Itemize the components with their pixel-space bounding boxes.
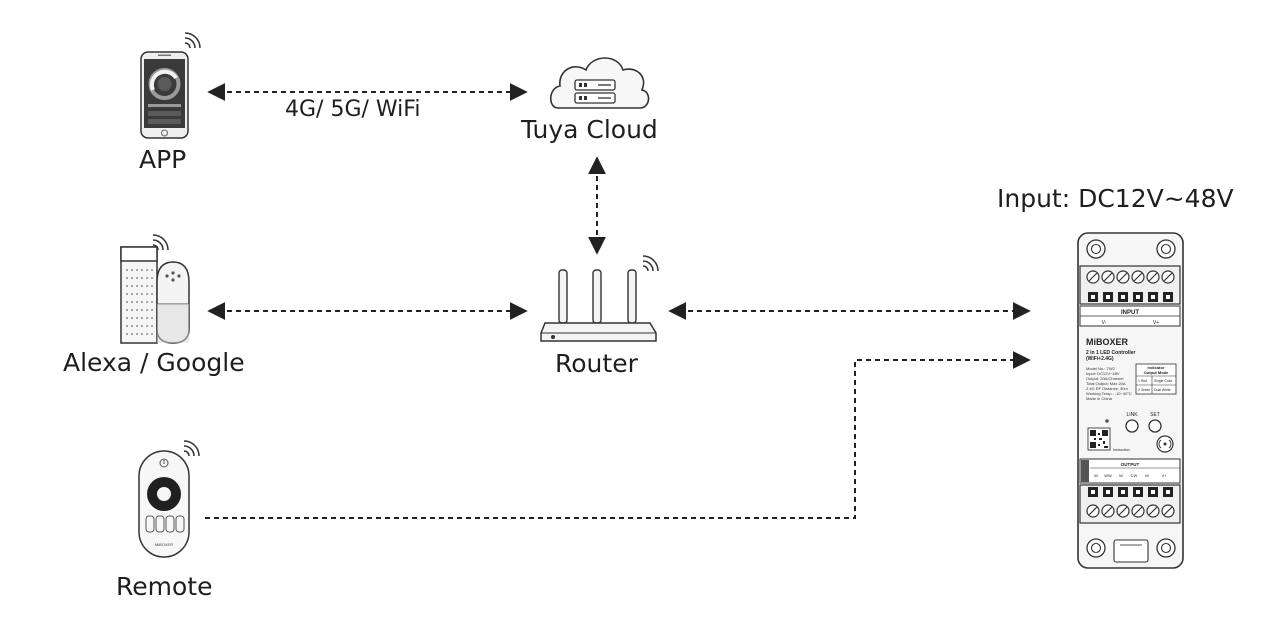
output-terminal: W	[1119, 473, 1123, 478]
router-signal-icon	[642, 255, 659, 272]
led-controller: INPUT V- V+ MiBOXER 2 in 1 LED Controlle…	[1077, 232, 1184, 569]
link-button[interactable]	[1125, 419, 1139, 433]
input-terminal-vplus: V+	[1153, 320, 1159, 326]
router-label: Router	[555, 349, 638, 378]
status-led	[1105, 419, 1109, 423]
spec-line: Output: 20A/Channel	[1086, 376, 1123, 381]
indicator-light: 1 Red	[1138, 379, 1147, 383]
phone-signal-icon	[184, 32, 201, 49]
router-icon	[540, 269, 657, 342]
remote-controller-link	[205, 351, 1031, 519]
input-terminal-vminus: V-	[1102, 320, 1107, 326]
indicator-subtitle: Output Mode	[1144, 370, 1169, 375]
output-header: OUTPUT	[1121, 462, 1140, 467]
output-terminal: W	[1145, 473, 1149, 478]
spec-line: Input: DC12V~48V	[1086, 371, 1120, 376]
spec-line: Working Temp.: -10~40°C	[1086, 391, 1132, 396]
input-terminal-block	[1079, 265, 1181, 305]
qr-code-icon	[1087, 427, 1111, 451]
indicator-title: Indicator	[1148, 365, 1165, 370]
output-label-panel: OUTPUT W WW W CW W V+	[1079, 458, 1181, 484]
connectors	[205, 83, 1031, 519]
spec-line: 2.4G RF Distance: 30m	[1086, 386, 1128, 391]
assistant-label: Alexa / Google	[63, 348, 245, 377]
input-header: INPUT	[1121, 310, 1139, 316]
remote-label: Remote	[116, 572, 213, 601]
controller-brand: MiBOXER	[1086, 337, 1129, 347]
spec-line: Model No.: TW2	[1086, 366, 1116, 371]
controller-title-1: 2 in 1 LED Controller	[1086, 350, 1136, 356]
phone-icon	[140, 51, 189, 139]
indicator-table: Indicator Output Mode 1 Red Single Color…	[1135, 363, 1177, 395]
set-button[interactable]	[1148, 419, 1162, 433]
app-label: APP	[139, 145, 187, 174]
output-terminal: CW	[1131, 473, 1138, 478]
remote-signal-icon	[183, 440, 200, 457]
indicator-mode: Single Color	[1154, 379, 1173, 383]
cloud-label: Tuya Cloud	[521, 115, 658, 144]
output-terminal-block	[1079, 484, 1181, 524]
instruction-label: Instruction	[1113, 448, 1130, 452]
set-label: SET	[1150, 412, 1160, 418]
remote-brand: MiBOXER	[155, 542, 173, 547]
mounting-holes	[1086, 239, 1176, 563]
wireless-logo-icon	[1156, 435, 1174, 453]
link-label: LINK	[1126, 412, 1138, 418]
smart-speaker-icon	[120, 246, 190, 344]
spec-line: Made in China	[1086, 396, 1113, 401]
spec-line: Total Output: Max 20A	[1086, 381, 1126, 386]
speaker-signal-icon	[152, 234, 169, 251]
output-terminal: W	[1094, 473, 1098, 478]
controller-title-2: (WiFi+2.4G)	[1086, 356, 1114, 362]
input-voltage-label: Input: DC12V~48V	[997, 184, 1234, 213]
network-label: 4G/ 5G/ WiFi	[285, 97, 421, 122]
output-terminal: V+	[1161, 473, 1167, 478]
indicator-mode: Dual White	[1154, 388, 1171, 392]
indicator-light: 2 Green	[1138, 388, 1150, 392]
remote-icon: MiBOXER	[138, 450, 190, 558]
output-terminal: WW	[1104, 473, 1112, 478]
server-icon	[574, 79, 616, 104]
